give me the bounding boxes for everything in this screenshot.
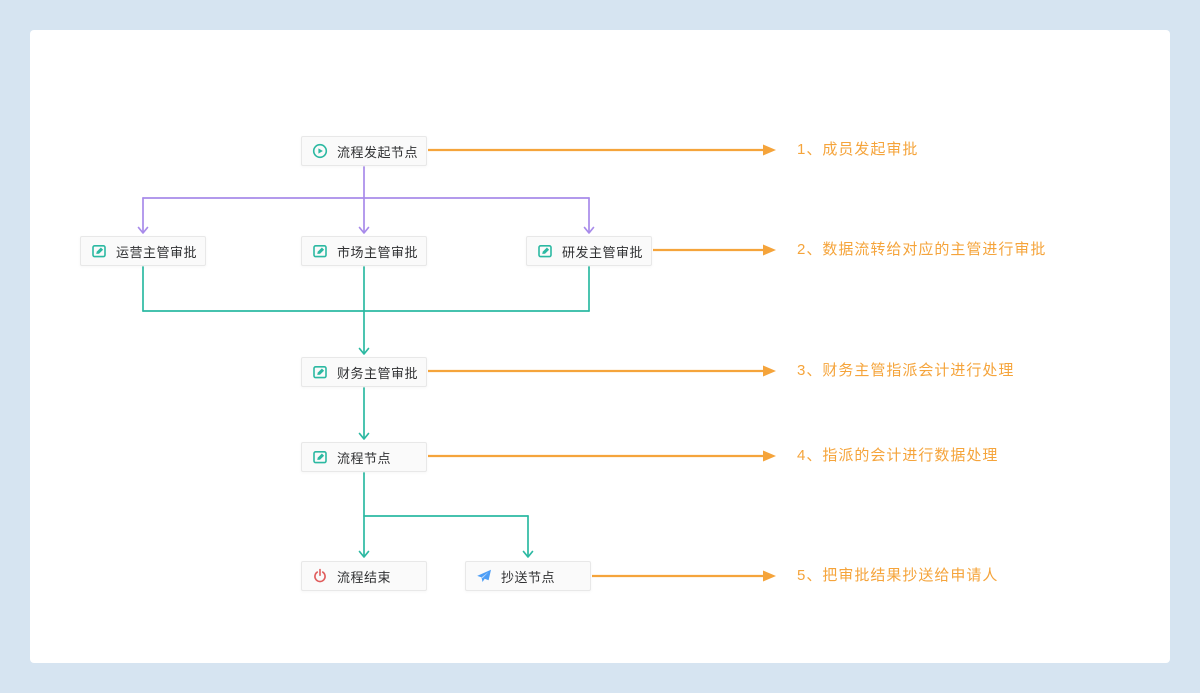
flow-node-label: 研发主管审批 xyxy=(562,244,644,260)
flowchart-canvas: 流程发起节点 运营主管审批 市场主管审批 研发主管审批 xyxy=(30,30,1170,663)
flow-node-label: 流程节点 xyxy=(337,450,392,466)
connector-lines xyxy=(137,144,776,582)
approval-icon xyxy=(312,449,328,465)
flow-node-cc-node[interactable]: 抄送节点 xyxy=(465,561,591,591)
power-icon xyxy=(312,568,328,584)
approval-icon xyxy=(312,243,328,259)
purple-branch-connectors xyxy=(137,166,595,234)
flow-node-label: 运营主管审批 xyxy=(116,244,198,260)
approval-icon xyxy=(91,243,107,259)
annotation-step-1: 1、成员发起审批 xyxy=(797,141,919,158)
orange-arrowheads xyxy=(763,144,776,582)
annotation-step-5: 5、把审批结果抄送给申请人 xyxy=(797,567,999,584)
annotation-step-4: 4、指派的会计进行数据处理 xyxy=(797,447,999,464)
flow-node-label: 财务主管审批 xyxy=(337,365,419,381)
flow-node-finance-manager-approval[interactable]: 财务主管审批 xyxy=(301,357,427,387)
flow-node-market-manager-approval[interactable]: 市场主管审批 xyxy=(301,236,427,266)
teal-flow-connectors xyxy=(142,266,590,558)
flow-node-label: 流程发起节点 xyxy=(337,144,419,160)
flow-node-rd-manager-approval[interactable]: 研发主管审批 xyxy=(526,236,652,266)
flow-node-process-start[interactable]: 流程发起节点 xyxy=(301,136,427,166)
orange-annotation-arrows xyxy=(428,148,763,578)
play-circle-icon xyxy=(312,143,328,159)
flow-node-process-end[interactable]: 流程结束 xyxy=(301,561,427,591)
approval-icon xyxy=(312,364,328,380)
flow-node-label: 市场主管审批 xyxy=(337,244,419,260)
flow-node-process-node[interactable]: 流程节点 xyxy=(301,442,427,472)
flow-node-label: 抄送节点 xyxy=(501,569,556,585)
annotation-step-3: 3、财务主管指派会计进行处理 xyxy=(797,362,1015,379)
flow-node-label: 流程结束 xyxy=(337,569,392,585)
paper-plane-icon xyxy=(476,568,492,584)
annotation-step-2: 2、数据流转给对应的主管进行审批 xyxy=(797,241,1047,258)
approval-icon xyxy=(537,243,553,259)
flow-node-ops-manager-approval[interactable]: 运营主管审批 xyxy=(80,236,206,266)
